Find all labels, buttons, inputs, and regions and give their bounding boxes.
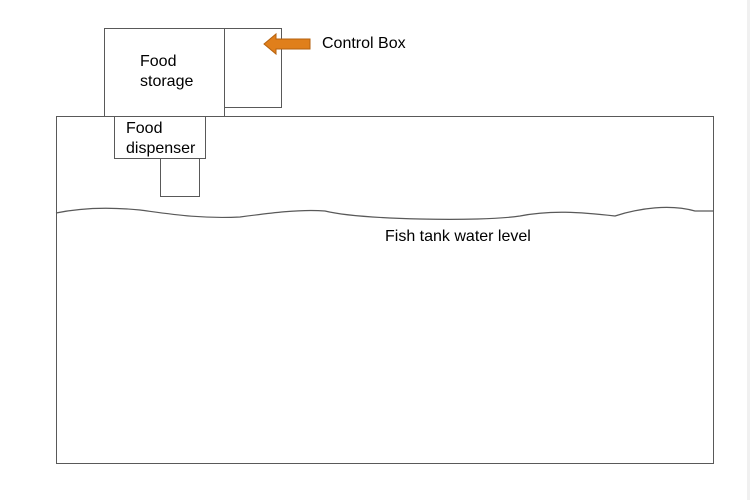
food-storage-label: storage bbox=[140, 73, 194, 90]
page-edge bbox=[747, 0, 750, 500]
dispenser-nozzle bbox=[160, 158, 200, 197]
water-level-label: Fish tank water level bbox=[385, 228, 531, 245]
food-storage-box bbox=[104, 28, 225, 117]
control-box bbox=[224, 28, 282, 108]
control-box-label: Control Box bbox=[322, 35, 406, 52]
food-storage-label: Food bbox=[140, 53, 177, 70]
food-dispenser-label: dispenser bbox=[126, 140, 196, 157]
food-dispenser-label: Food bbox=[126, 120, 163, 137]
fish-tank bbox=[56, 116, 714, 464]
